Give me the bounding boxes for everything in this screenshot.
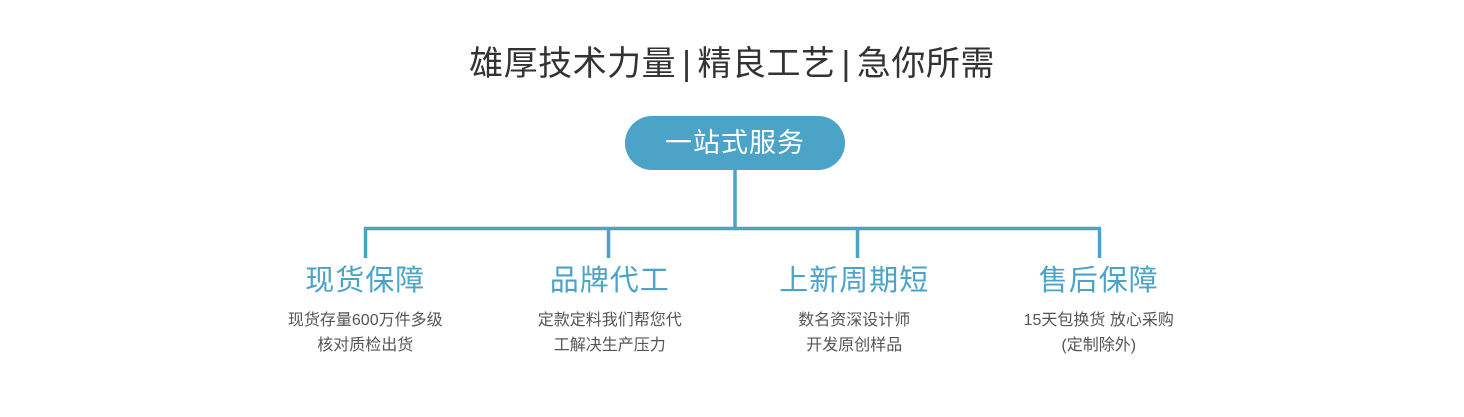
feature-desc-4: 15天包换货 放心采购 (定制除外) — [977, 308, 1222, 358]
headline-separator-2: | — [841, 45, 851, 83]
headline-part-1: 雄厚技术力量 — [469, 45, 677, 83]
feature-desc-3: 数名资深设计师 开发原创样品 — [732, 308, 977, 358]
feature-desc-line: 定款定料我们帮您代 — [537, 312, 682, 329]
feature-desc-1: 现货存量600万件多级 核对质检出货 — [243, 308, 488, 358]
feature-desc-2: 定款定料我们帮您代 工解决生产压力 — [488, 308, 733, 358]
feature-column-2: 品牌代工 定款定料我们帮您代 工解决生产压力 — [488, 262, 733, 358]
feature-desc-line: 数名资深设计师 — [798, 312, 911, 329]
feature-column-4: 售后保障 15天包换货 放心采购 (定制除外) — [977, 262, 1222, 358]
feature-title-4: 售后保障 — [1038, 265, 1159, 297]
center-badge-label: 一站式服务 — [665, 128, 805, 158]
feature-desc-line: 现货存量600万件多级 — [287, 312, 443, 329]
headline-part-2: 精良工艺 — [697, 45, 836, 83]
feature-desc-line: 工解决生产压力 — [553, 337, 666, 354]
feature-title-1: 现货保障 — [305, 265, 426, 297]
feature-desc-line: 开发原创样品 — [806, 337, 903, 354]
feature-desc-line: 15天包换货 放心采购 — [1023, 312, 1174, 329]
feature-desc-line: (定制除外) — [1061, 337, 1137, 354]
feature-columns: 现货保障 现货存量600万件多级 核对质检出货 品牌代工 定款定料我们帮您代 工… — [243, 262, 1221, 358]
page-title: 雄厚技术力量|精良工艺|急你所需 — [0, 40, 1464, 88]
feature-title-2: 品牌代工 — [549, 265, 670, 297]
headline-separator-1: | — [682, 45, 692, 83]
feature-column-1: 现货保障 现货存量600万件多级 核对质检出货 — [243, 262, 488, 358]
feature-title-3: 上新周期短 — [779, 265, 930, 297]
feature-desc-line: 核对质检出货 — [317, 337, 414, 354]
feature-column-3: 上新周期短 数名资深设计师 开发原创样品 — [732, 262, 977, 358]
center-badge: 一站式服务 — [625, 116, 845, 170]
headline-part-3: 急你所需 — [856, 45, 995, 83]
